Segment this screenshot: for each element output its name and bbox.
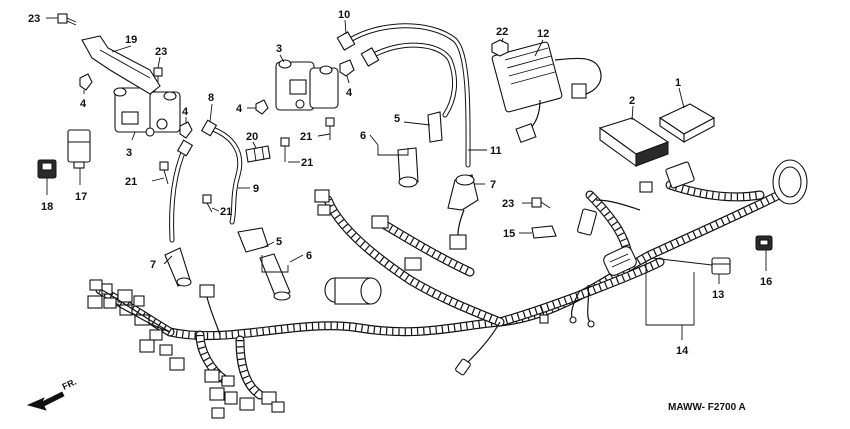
callout-9: 9 xyxy=(253,183,259,195)
callout-10: 10 xyxy=(338,9,350,21)
relay-part-17 xyxy=(67,129,91,169)
callout-19: 19 xyxy=(125,34,137,46)
callout-7-right: 7 xyxy=(490,179,496,191)
clamp-part-20 xyxy=(245,145,271,163)
callout-1: 1 xyxy=(675,77,681,89)
ignition-coil-upper xyxy=(275,59,339,111)
clip-4-coil xyxy=(179,121,193,139)
callout-11: 11 xyxy=(490,145,502,157)
callout-4-coil: 4 xyxy=(182,106,189,118)
plug-cap-upper xyxy=(397,111,443,188)
bracket-part-19 xyxy=(81,35,161,95)
callout-21-upper: 21 xyxy=(300,131,312,143)
part-2-module xyxy=(598,117,670,168)
callout-22: 22 xyxy=(496,26,508,38)
connector-cluster-left xyxy=(87,279,185,371)
callout-23-right: 23 xyxy=(502,198,514,210)
bolt-21-d xyxy=(202,194,213,213)
callout-4-left: 4 xyxy=(80,98,87,110)
plug-cap-lower xyxy=(237,227,291,301)
figure-code: MAWW- F2700 A xyxy=(668,402,746,413)
spark-plug-wires-upper xyxy=(336,23,471,168)
callout-20: 20 xyxy=(246,131,258,143)
front-direction-arrow-icon xyxy=(26,391,65,411)
callout-8: 8 xyxy=(208,92,214,104)
callout-6-lower: 6 xyxy=(306,250,312,262)
clip-4-wires xyxy=(339,59,355,77)
callout-4-upper-coil: 4 xyxy=(236,103,243,115)
callout-3-upper: 3 xyxy=(276,43,282,55)
callout-5-upper: 5 xyxy=(394,113,400,125)
bolt-21-a xyxy=(325,117,335,140)
callout-21-center: 21 xyxy=(301,157,313,169)
callout-13: 13 xyxy=(712,289,724,301)
connector-cluster-bottom xyxy=(199,284,285,419)
bolt-21-c xyxy=(159,161,169,185)
callout-4-wires: 4 xyxy=(346,87,353,99)
spark-plug-wire-left xyxy=(164,119,243,287)
leader-lines xyxy=(46,17,767,340)
clip-4-left xyxy=(79,73,93,91)
bolt-23-top-left xyxy=(57,13,77,26)
callout-5-lower: 5 xyxy=(276,236,282,248)
callout-23-top-left: 23 xyxy=(28,13,40,25)
callout-3-left: 3 xyxy=(126,147,132,159)
regulator-rectifier xyxy=(491,41,602,144)
callout-15: 15 xyxy=(503,228,515,240)
connector-part-16 xyxy=(755,235,773,251)
connectors-right xyxy=(577,161,695,236)
callout-23-coil: 23 xyxy=(155,46,167,58)
clip-4-upper-coil xyxy=(255,99,269,115)
connector-part-13 xyxy=(711,257,731,275)
solenoid-center xyxy=(324,277,382,305)
front-direction-label: FR. xyxy=(61,377,78,392)
callout-14: 14 xyxy=(676,345,689,357)
callout-21-lower: 21 xyxy=(220,206,232,218)
callout-16: 16 xyxy=(760,276,772,288)
callout-18: 18 xyxy=(41,201,53,213)
part-1-cover xyxy=(658,103,716,144)
ignition-coil-left xyxy=(113,87,181,137)
bolt-23-right xyxy=(531,197,551,209)
callout-6-upper: 6 xyxy=(360,130,366,142)
nut-part-22 xyxy=(491,39,509,57)
bolt-21-b xyxy=(280,137,290,162)
plug-cap-right xyxy=(447,174,479,211)
callout-12: 12 xyxy=(537,28,549,40)
clamp-part-15 xyxy=(531,225,557,239)
callout-21-left: 21 xyxy=(125,176,137,188)
connector-part-18 xyxy=(37,159,57,179)
connectors-center xyxy=(314,189,467,271)
callout-7-left: 7 xyxy=(150,259,156,271)
callout-17: 17 xyxy=(75,191,87,203)
callout-2: 2 xyxy=(629,95,635,107)
